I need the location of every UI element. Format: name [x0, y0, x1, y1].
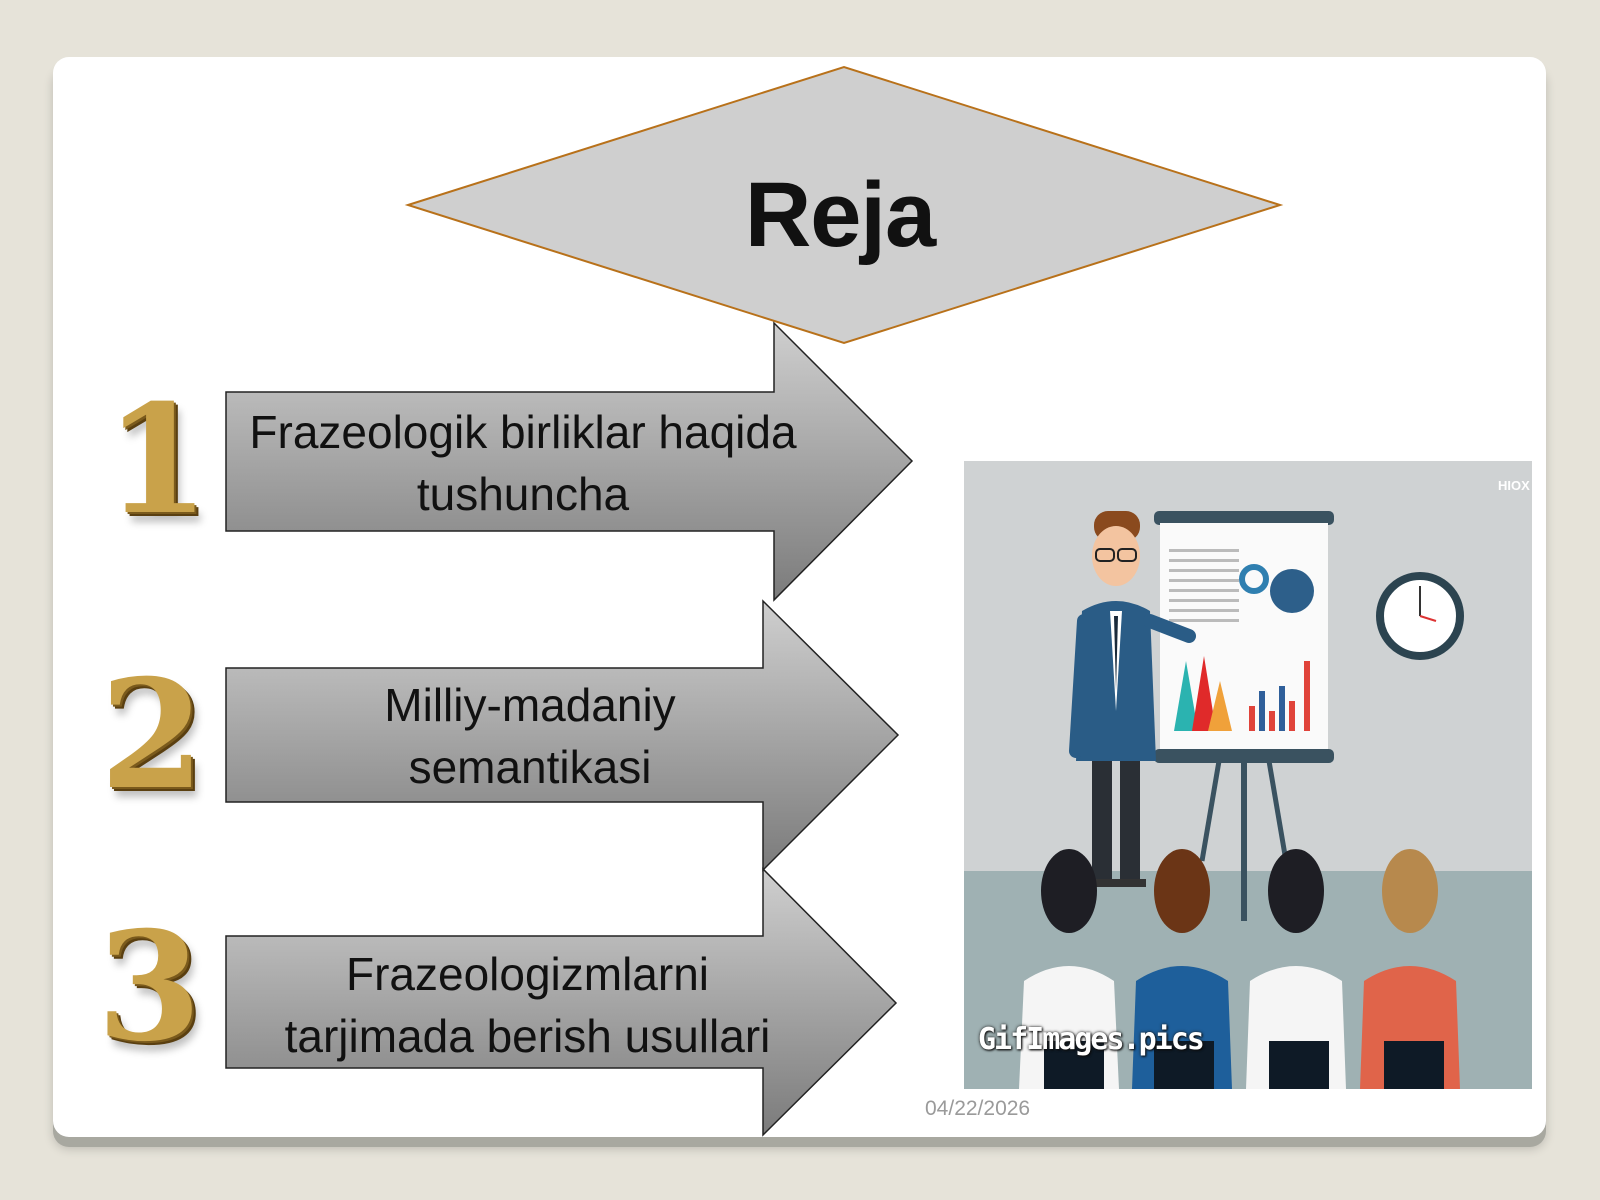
arrow-2-shape	[225, 599, 900, 872]
number-3: 3	[97, 899, 202, 1075]
gifimages-logo: GifImages.pics	[978, 1022, 1205, 1057]
clock-icon	[1376, 572, 1464, 660]
presentation-illustration	[964, 461, 1532, 1089]
slide-date: 04/22/2026	[925, 1097, 1031, 1120]
presenter-figure	[1069, 511, 1196, 887]
audience-figures	[1019, 849, 1460, 1089]
item-1-text: Frazeologik birliklar haqida tushuncha	[249, 405, 797, 520]
arrow-3-shape	[225, 867, 898, 1137]
number-1: 1	[105, 372, 210, 548]
slide-title: Reja	[744, 163, 936, 266]
number-2: 2	[100, 647, 205, 823]
watermark-text: HIOX	[1498, 478, 1530, 493]
item-3-text: Frazeologizmlarni tarjimada berish usull…	[284, 947, 771, 1062]
arrow-1-shape	[225, 321, 914, 602]
item-2-text: Milliy-madaniy semantikasi	[384, 678, 676, 793]
